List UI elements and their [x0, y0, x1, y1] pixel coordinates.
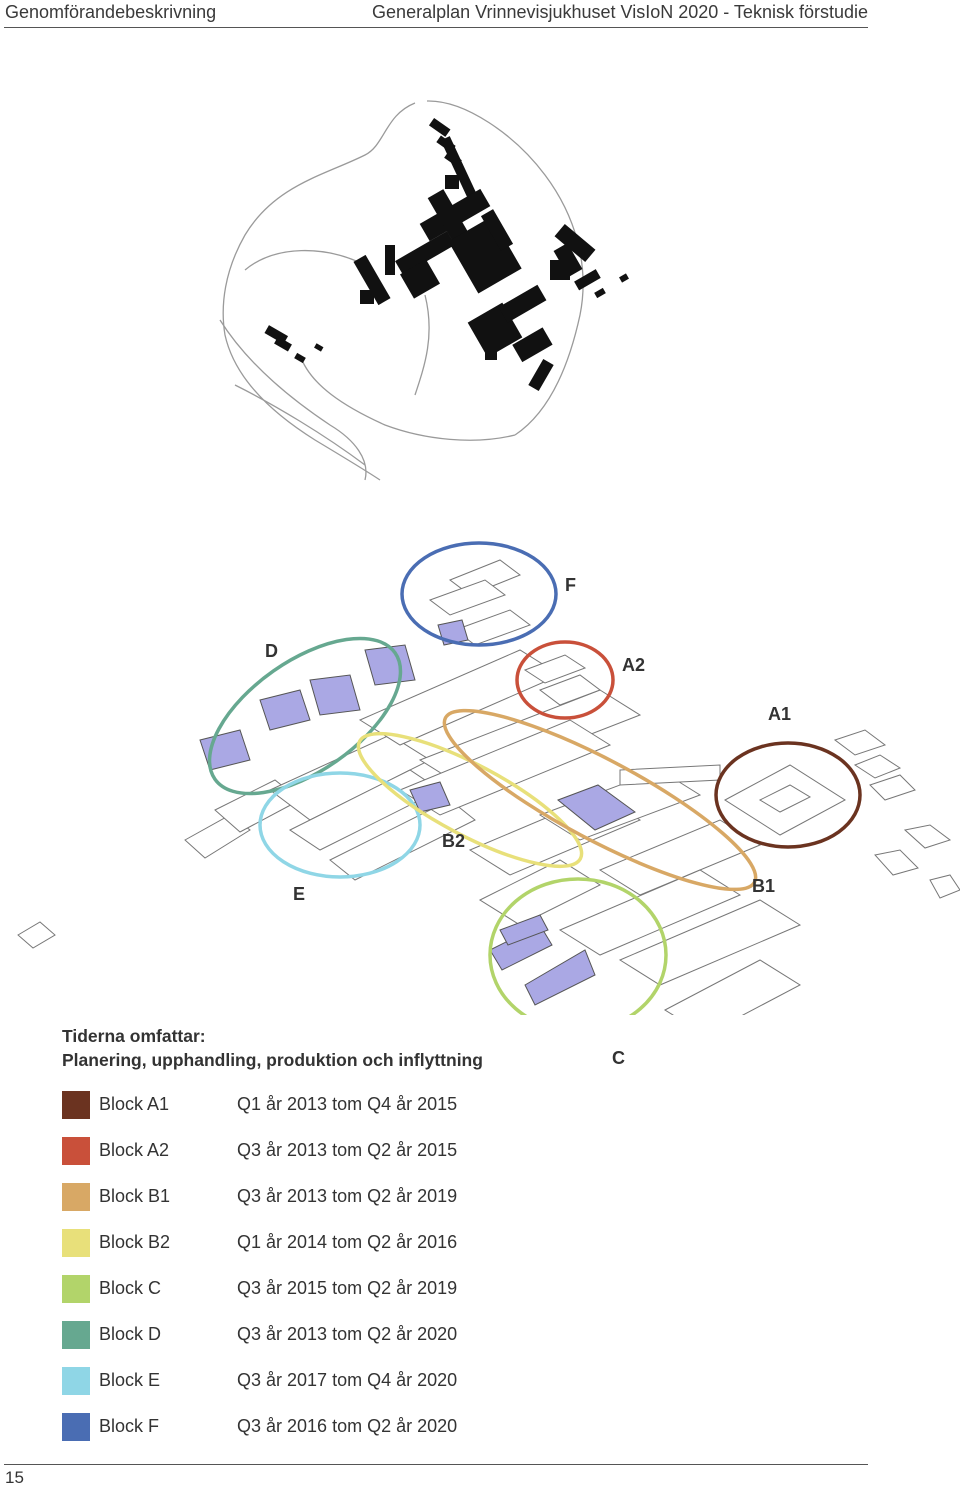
zone-ellipse-a1: [714, 741, 862, 849]
schedule-caption: Tiderna omfattar: Planering, upphandling…: [62, 1024, 483, 1072]
zone-label-a1: A1: [768, 704, 792, 724]
legend-row: Block B1 Q3 år 2013 tom Q2 år 2019: [62, 1183, 562, 1213]
legend-block-time: Q3 år 2013 tom Q2 år 2019: [237, 1186, 458, 1206]
legend-swatch: [62, 1413, 90, 1441]
zone-label-a2: A2: [622, 655, 646, 675]
document-title: Generalplan Vrinnevisjukhuset VisIoN 202…: [372, 2, 868, 22]
zone-ellipse-b1: [442, 708, 758, 892]
zone-ellipse-e: [258, 771, 422, 879]
legend-block-name: Block A2: [99, 1140, 170, 1160]
legend-swatch: [62, 1229, 90, 1257]
page-header: Genomförandebeskrivning Generalplan Vrin…: [0, 0, 960, 30]
block-diagram: [17, 541, 960, 1015]
legend-swatch: [62, 1137, 90, 1165]
legend-block-time: Q3 år 2016 tom Q2 år 2020: [237, 1416, 458, 1436]
site-plan-map: [219, 100, 629, 481]
legend-block-time: Q3 år 2013 tom Q2 år 2015: [237, 1140, 458, 1160]
legend-row: Block F Q3 år 2016 tom Q2 år 2020: [62, 1413, 562, 1443]
legend-block-name: Block F: [99, 1416, 160, 1436]
legend-swatch: [62, 1321, 90, 1349]
legend-block-name: Block B2: [99, 1232, 171, 1252]
legend-block-time: Q1 år 2014 tom Q2 år 2016: [237, 1232, 458, 1252]
zone-label-e: E: [293, 884, 306, 904]
zone-label-d: D: [265, 641, 278, 661]
legend-swatch: [62, 1275, 90, 1303]
page-number: 15: [5, 1468, 24, 1487]
legend-row: Block B2 Q1 år 2014 tom Q2 år 2016: [62, 1229, 562, 1259]
legend-block-name: Block E: [99, 1370, 161, 1390]
document-section-title: Genomförandebeskrivning: [5, 2, 217, 22]
legend-swatch: [62, 1367, 90, 1395]
header-divider: [4, 27, 868, 28]
legend-block-name: Block B1: [99, 1186, 171, 1206]
zone-ellipse-f: [400, 541, 558, 647]
zone-label-b1: B1: [752, 876, 776, 896]
legend-block-name: Block C: [99, 1278, 162, 1298]
zone-ellipse-c: [488, 877, 668, 1015]
legend-swatch: [62, 1091, 90, 1119]
caption-line-2: Planering, upphandling, produktion och i…: [62, 1050, 483, 1070]
legend-row: Block D Q3 år 2013 tom Q2 år 2020: [62, 1321, 562, 1351]
legend-row: Block A1 Q1 år 2013 tom Q4 år 2015: [62, 1091, 562, 1121]
legend-swatch: [62, 1183, 90, 1211]
legend-block-time: Q1 år 2013 tom Q4 år 2015: [237, 1094, 458, 1114]
legend-row: Block E Q3 år 2017 tom Q4 år 2020: [62, 1367, 562, 1397]
caption-line-1: Tiderna omfattar:: [62, 1026, 206, 1046]
legend-block-time: Q3 år 2017 tom Q4 år 2020: [237, 1370, 458, 1390]
footer-divider: [4, 1464, 868, 1465]
zone-ellipse-a2: [515, 640, 615, 720]
zone-ellipse-b2: [356, 731, 584, 869]
legend-row: Block A2 Q3 år 2013 tom Q2 år 2015: [62, 1137, 562, 1167]
legend-block-time: Q3 år 2013 tom Q2 år 2020: [237, 1324, 458, 1344]
legend-block-name: Block A1: [99, 1094, 170, 1114]
legend-block-name: Block D: [99, 1324, 162, 1344]
zone-ellipse-d: [207, 636, 403, 796]
legend-block-time: Q3 år 2015 tom Q2 år 2019: [237, 1278, 458, 1298]
legend-row: Block C Q3 år 2015 tom Q2 år 2019: [62, 1275, 562, 1305]
zone-label-c: C: [612, 1048, 625, 1068]
zone-label-f: F: [565, 575, 576, 595]
zone-label-b2: B2: [442, 831, 466, 851]
